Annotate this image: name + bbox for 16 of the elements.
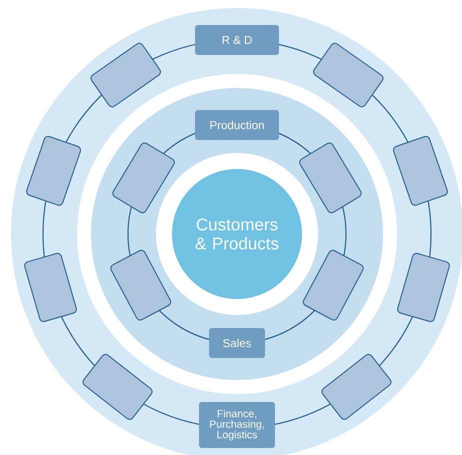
empty-box	[26, 136, 82, 206]
empty-box	[24, 252, 77, 322]
empty-box	[397, 252, 450, 322]
empty-box	[392, 136, 448, 206]
empty-box	[90, 42, 161, 108]
empty-box	[82, 354, 153, 420]
empty-box	[321, 354, 392, 420]
empty-box	[302, 250, 364, 321]
label-box: R & D	[195, 25, 279, 55]
empty-box	[313, 42, 384, 108]
empty-box	[112, 142, 175, 214]
label-box: Finance, Purchasing, Logistics	[199, 402, 275, 448]
empty-box	[299, 142, 362, 214]
label-box: Sales	[209, 328, 265, 358]
empty-box	[110, 250, 172, 321]
label-box: Production	[195, 110, 279, 140]
